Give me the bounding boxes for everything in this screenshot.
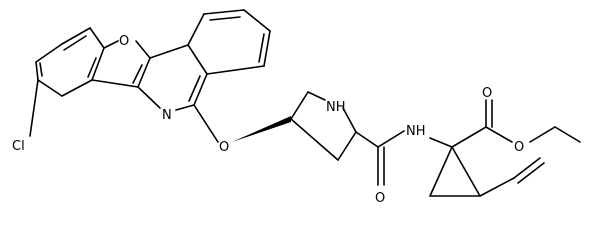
furan-oxygen-label: O xyxy=(119,34,129,49)
pyrrolidine-ring xyxy=(290,91,357,161)
ring-nitrogen-label: N xyxy=(162,108,172,123)
pyridine-ring xyxy=(137,44,208,111)
amide-nh-label: NH xyxy=(406,124,426,139)
ester-oxygen-label: O xyxy=(514,140,524,155)
furan-ring xyxy=(91,40,151,88)
vinyl-group xyxy=(479,157,545,197)
fused-benzene-ring xyxy=(187,9,271,75)
amide-group xyxy=(355,130,405,186)
ether-bond xyxy=(193,104,219,143)
chlorobenzene-ring xyxy=(29,27,105,137)
chlorine-label: Cl xyxy=(12,139,25,154)
carbonyl-oxygen-label: O xyxy=(482,86,492,101)
amide-oxygen-label: O xyxy=(375,191,385,206)
pyrrolidine-nh-label: NH xyxy=(326,100,346,115)
molecule-drawing: Cl O N O NH O NH O O xyxy=(12,9,581,206)
cyclopropane-ring xyxy=(429,137,481,197)
stereo-wedge-bond xyxy=(232,116,291,142)
ether-oxygen-label: O xyxy=(219,140,229,155)
structure-canvas: Cl O N O NH O NH O O xyxy=(12,9,581,206)
ester-group xyxy=(451,99,581,148)
